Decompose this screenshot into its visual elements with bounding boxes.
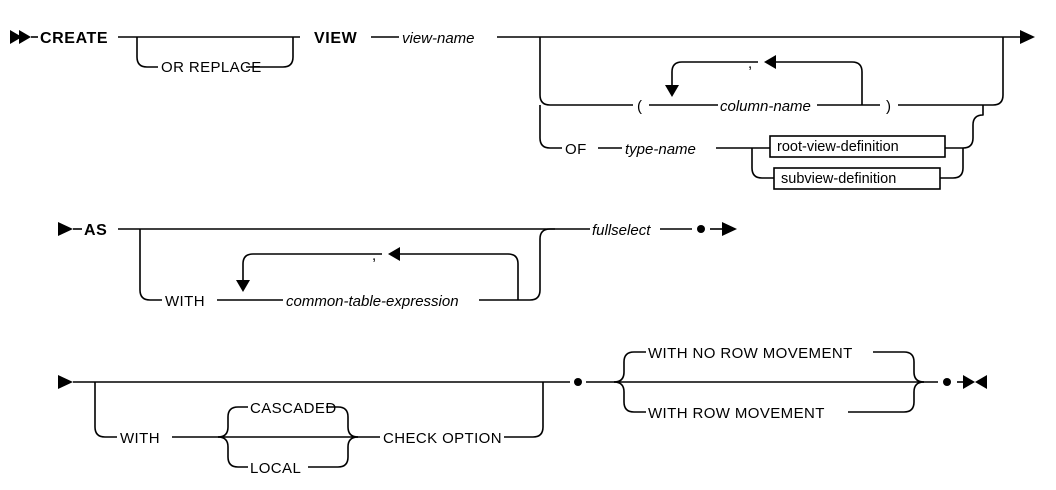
- loop-comma-2: ,: [372, 247, 377, 264]
- branch-with-check-option: WITH CASCADED LOCAL CHECK OPTION: [94, 382, 544, 477]
- line-continue-arrow-icon-row2: [710, 222, 737, 236]
- keyword-cascaded: CASCADED: [250, 400, 337, 417]
- fragment-box-root-view-definition: [769, 135, 946, 158]
- fragment-label-root-view-definition: root-view-definition: [777, 139, 899, 155]
- paren-open: (: [637, 98, 642, 115]
- keyword-check-option: CHECK OPTION: [383, 430, 502, 447]
- fragment-dot-row2: [697, 225, 705, 233]
- branch-with-cte: WITH common-table-expression ,: [139, 228, 555, 310]
- row-1: CREATE OR REPLACE VIEW view-name ( colum: [10, 30, 1035, 190]
- branch-column-list: ( column-name ) ,: [560, 55, 983, 115]
- keyword-view: VIEW: [314, 30, 358, 47]
- fragment-label-subview-definition: subview-definition: [781, 171, 896, 187]
- line-continue-arrow-icon: [1003, 30, 1035, 44]
- choice-check-option-scope: CASCADED LOCAL: [217, 400, 359, 477]
- loop-comma: ,: [748, 55, 753, 72]
- branch-or-replace: OR REPLACE: [136, 37, 294, 76]
- keyword-or-replace: OR REPLACE: [161, 59, 262, 76]
- keyword-local: LOCAL: [250, 460, 301, 477]
- line-resume-arrow-icon-row2: [58, 222, 73, 236]
- row-3: WITH CASCADED LOCAL CHECK OPTION: [58, 345, 987, 477]
- keyword-as: AS: [84, 222, 107, 239]
- variable-fullselect: fullselect: [592, 222, 651, 239]
- variable-common-table-expression: common-table-expression: [286, 293, 459, 310]
- variable-view-name: view-name: [402, 30, 475, 47]
- end-fragment-dot: [943, 378, 951, 386]
- branch-of-type-name: OF type-name root-view-definition subvie…: [539, 105, 984, 190]
- keyword-with-no-row-movement: WITH NO ROW MOVEMENT: [648, 345, 853, 362]
- keyword-of: OF: [565, 141, 587, 158]
- keyword-create: CREATE: [40, 30, 108, 47]
- start-marker-icon: [10, 30, 31, 44]
- fragment-dot-row3: [574, 378, 582, 386]
- paren-close: ): [886, 98, 891, 115]
- keyword-with-row-movement: WITH ROW MOVEMENT: [648, 405, 825, 422]
- choice-row-movement: WITH NO ROW MOVEMENT WITH ROW MOVEMENT: [613, 345, 925, 422]
- line-resume-arrow-icon-row3: [58, 375, 73, 389]
- variable-column-name: column-name: [720, 98, 811, 115]
- loop-column-name-comma: ,: [665, 55, 863, 105]
- end-marker-icon: [957, 375, 987, 389]
- keyword-with-cte: WITH: [165, 293, 205, 310]
- loop-cte-comma: ,: [236, 247, 519, 300]
- variable-type-name: type-name: [625, 141, 696, 158]
- row-2: AS fullselect WITH common-table-expressi…: [58, 222, 737, 310]
- keyword-with-check: WITH: [120, 430, 160, 447]
